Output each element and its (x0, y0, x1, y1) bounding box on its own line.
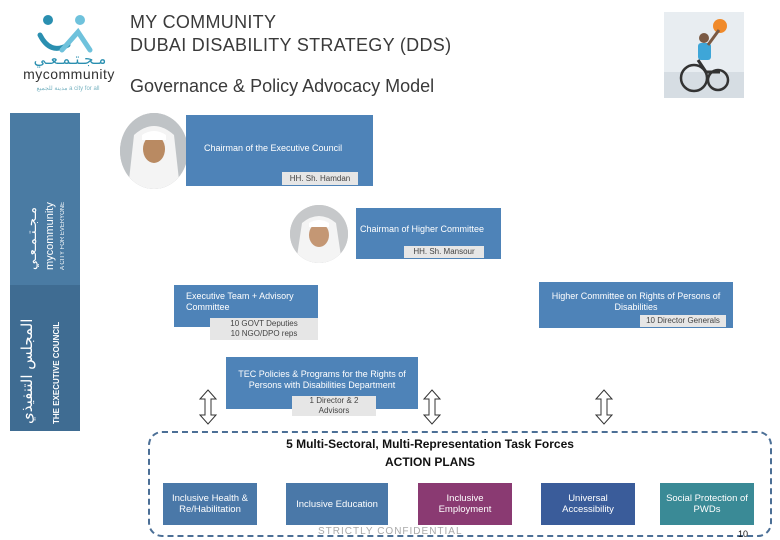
sidebar-arabic-council: المجلس التنفيذي (18, 318, 36, 424)
logo-wordmark: mycommunity (23, 66, 115, 82)
tec-staff-text: 1 Director & 2 Advisors (292, 396, 376, 416)
executive-team-label: Executive Team + Advisory Committee (186, 291, 294, 312)
task-force-education: Inclusive Education (286, 483, 388, 525)
task-forces-container (148, 431, 772, 537)
sidebar-tagline: A CITY FOR EVERYONE (60, 201, 66, 270)
task-force-employment: Inclusive Employment (418, 483, 512, 525)
task-force-accessibility: Universal Accessibility (541, 483, 635, 525)
tec-department-label: TEC Policies & Programs for the Rights o… (238, 369, 406, 390)
director-generals-text: 10 Director Generals (640, 315, 726, 327)
title-line-1: MY COMMUNITY (130, 12, 277, 32)
sidebar-wordmark: mycommunity (44, 202, 56, 270)
double-arrow-icon (594, 389, 614, 425)
slide-subtitle: Governance & Policy Advocacy Model (130, 76, 435, 96)
action-plans-heading: ACTION PLANS (385, 455, 475, 469)
sidebar-mycommunity-panel (10, 113, 80, 285)
title-line-2: DUBAI DISABILITY STRATEGY (DDS) (130, 35, 452, 55)
double-arrow-icon (198, 389, 218, 425)
ngo-dpo-reps-text: 10 NGO/DPO reps (230, 329, 298, 338)
executive-team-members: 10 GOVT Deputies 10 NGO/DPO reps (210, 318, 318, 340)
sidebar-council-name: THE EXECUTIVE COUNCIL (52, 321, 61, 424)
director-advisors-line-2: Advisors (318, 406, 350, 415)
confidential-label: STRICTLY CONFIDENTIAL (318, 526, 463, 537)
chairman-portrait (120, 113, 188, 189)
wheelchair-athlete-photo (664, 12, 744, 98)
chairman-higher-name: HH. Sh. Mansour (404, 246, 484, 258)
double-arrow-icon (422, 389, 442, 425)
sidebar-arabic-logo: مـجـتـمـعـي (24, 207, 39, 270)
logo-tagline: مدينة للجميع a city for all (36, 86, 100, 92)
page-number: 10 (738, 529, 749, 539)
task-force-social-protection: Social Protection of PWDs (660, 483, 754, 525)
tec-department-box: TEC Policies & Programs for the Rights o… (226, 357, 418, 409)
logo-arabic-text: مـجـتـمـعـي (33, 50, 107, 68)
govt-deputies-text: 10 GOVT Deputies (230, 319, 298, 328)
mycommunity-logo-icon (37, 15, 93, 53)
higher-committee-rights-label: Higher Committee on Rights of Persons of… (551, 291, 721, 312)
higher-chairman-portrait (290, 205, 348, 263)
chairman-exec-name: HH. Sh. Hamdan (282, 172, 358, 185)
task-force-health: Inclusive Health & Re/Habilitation (163, 483, 257, 525)
chairman-exec-label: Chairman of the Executive Council (204, 143, 343, 153)
task-forces-title: 5 Multi-Sectoral, Multi-Representation T… (286, 437, 574, 451)
director-advisors-line-1: 1 Director & 2 (309, 396, 359, 405)
chairman-higher-label: Chairman of Higher Committee (360, 224, 485, 234)
